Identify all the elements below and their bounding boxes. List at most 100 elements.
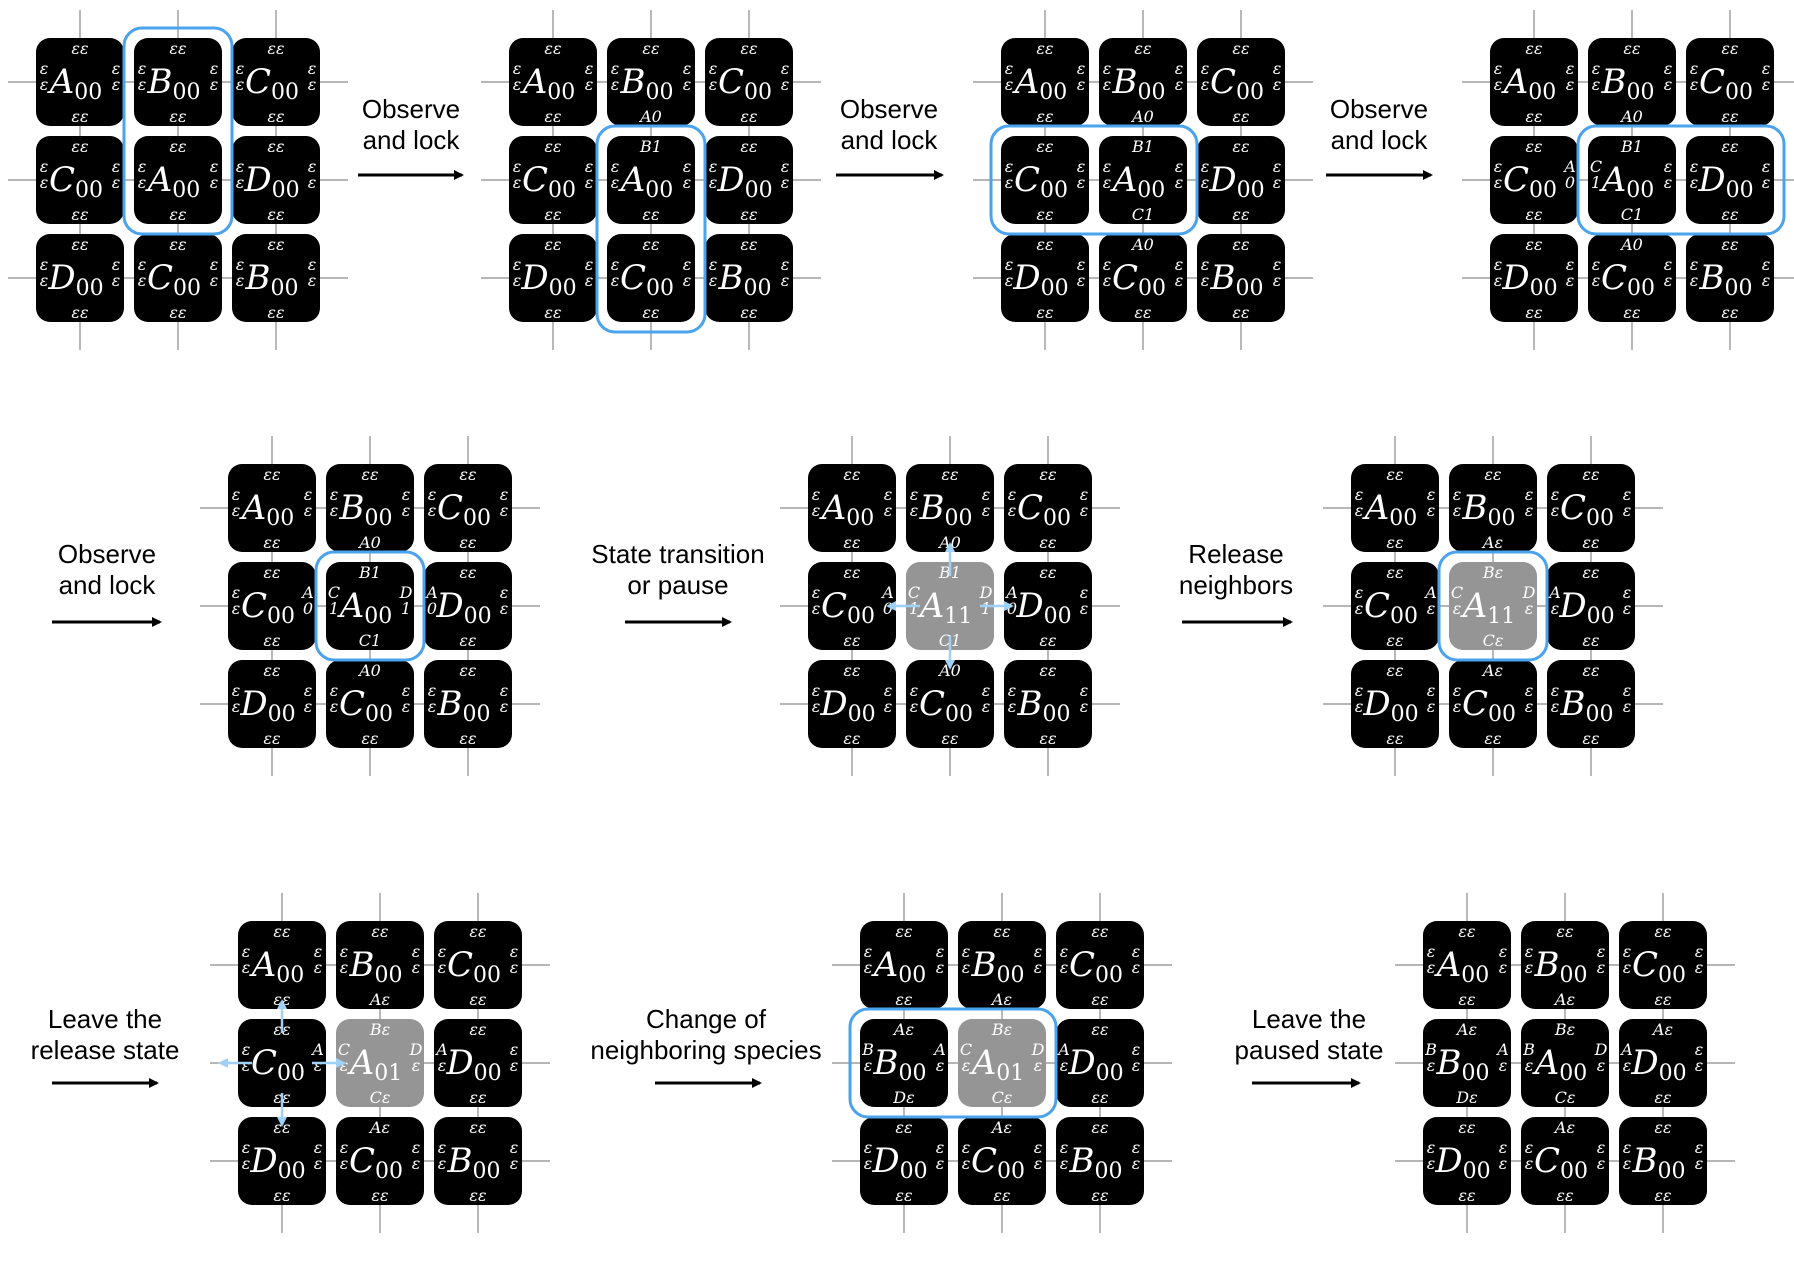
- cell-body: [1351, 562, 1439, 650]
- cell-body: [1351, 660, 1439, 748]
- cell-bottom-port: εε: [1525, 205, 1542, 224]
- cell-body: [808, 464, 896, 552]
- cell-state: 00: [278, 1159, 306, 1184]
- cell-state: 00: [1390, 604, 1418, 629]
- cell-state: 00: [1043, 702, 1071, 727]
- lock-frame: [1437, 550, 1549, 662]
- cell-body: [509, 38, 597, 126]
- cell-bottom-port: C1: [1132, 205, 1154, 224]
- cell-bottom-port: εε: [895, 1186, 912, 1205]
- cell-body: [860, 921, 948, 1009]
- cell-state: 00: [1044, 604, 1072, 629]
- cell-state: 00: [744, 80, 772, 105]
- cell-body: [228, 464, 316, 552]
- cell-state: 00: [1237, 178, 1265, 203]
- cell-state: 00: [1137, 178, 1165, 203]
- cell-state: 00: [1138, 80, 1166, 105]
- cell-body: [336, 1019, 424, 1107]
- step-label-line: and lock: [841, 125, 939, 155]
- cell-top-port: εε: [273, 922, 290, 941]
- cell-top-port: εε: [1721, 235, 1738, 254]
- cell-body: [1449, 660, 1537, 748]
- cell-body: [808, 562, 896, 650]
- cell-bottom-port: εε: [1036, 107, 1053, 126]
- cell-bottom-port: εε: [267, 205, 284, 224]
- cell-top-port: εε: [642, 39, 659, 58]
- cell-top-port: A0: [357, 661, 381, 680]
- cell-body: [434, 1117, 522, 1205]
- step-label-line: and lock: [59, 570, 157, 600]
- cell-state: 00: [474, 1061, 502, 1086]
- cell-body: [1547, 660, 1635, 748]
- cell-body: [1686, 234, 1774, 322]
- cell-top-port: εε: [544, 235, 561, 254]
- cell-state: 00: [272, 178, 300, 203]
- cell-state: 00: [365, 506, 393, 531]
- cell-top-port: Aε: [892, 1020, 914, 1039]
- cell-body: [1056, 1019, 1144, 1107]
- cell-top-port: εε: [1232, 39, 1249, 58]
- cell-top-port: εε: [1721, 137, 1738, 156]
- lock-frame: [314, 550, 426, 662]
- cell-state: 00: [744, 276, 772, 301]
- cell-top-port: εε: [1458, 1118, 1475, 1137]
- cell-top-port: εε: [1039, 465, 1056, 484]
- cell-state: 00: [463, 506, 491, 531]
- cell-state: 00: [1236, 276, 1264, 301]
- cell-body: [906, 660, 994, 748]
- cell-top-port: εε: [1582, 563, 1599, 582]
- cell-top-port: Aε: [368, 1118, 390, 1137]
- cell-state: 00: [1096, 1061, 1124, 1086]
- cell-top-port: εε: [1036, 39, 1053, 58]
- cell-top-port: εε: [169, 137, 186, 156]
- cell-body: [1423, 1117, 1511, 1205]
- cell-bottom-port: εε: [895, 990, 912, 1009]
- cell-state: 11: [944, 604, 972, 629]
- cell-state: 00: [464, 604, 492, 629]
- cell-body: [36, 38, 124, 126]
- cell-state: 00: [266, 506, 294, 531]
- cell-state: 00: [267, 604, 295, 629]
- cell-top-port: εε: [843, 465, 860, 484]
- cell-state: 00: [1627, 80, 1655, 105]
- cell-bottom-port: εε: [273, 1186, 290, 1205]
- cell-body: [1004, 562, 1092, 650]
